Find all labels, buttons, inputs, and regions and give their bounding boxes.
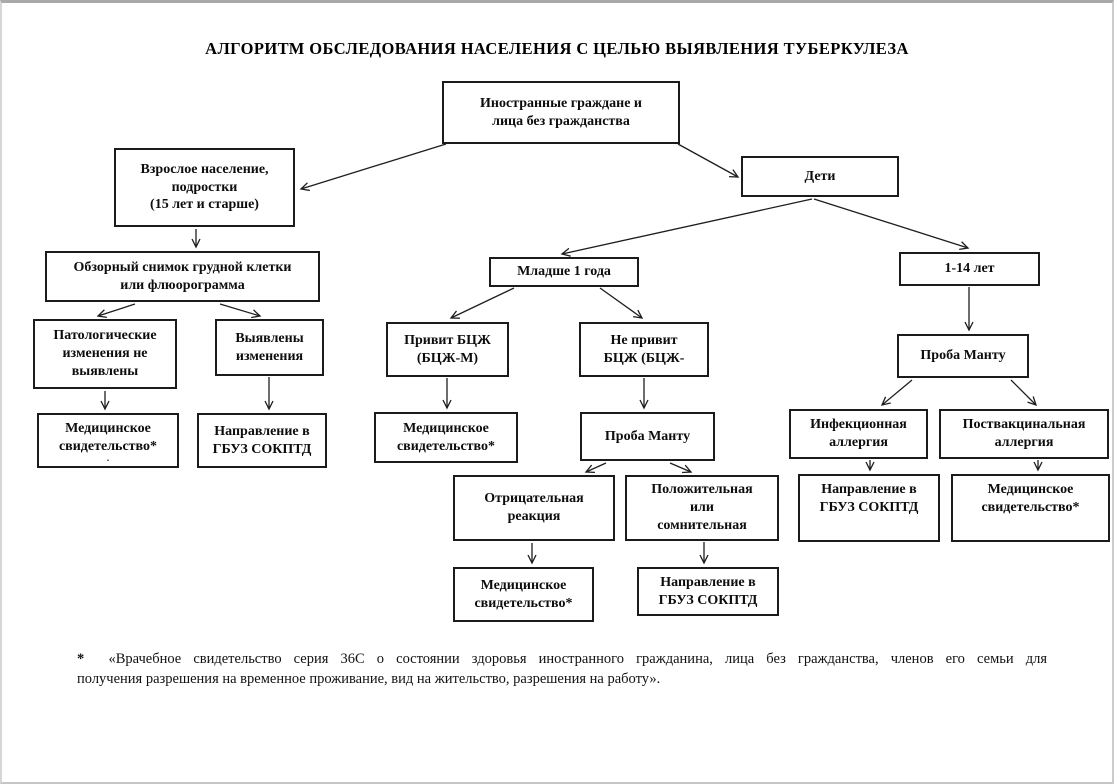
node-infectious-allergy: Инфекционная аллергия [789, 409, 928, 459]
node-med-cert-left: Медицинское свидетельство* . [37, 413, 179, 468]
node-no-pathology: Патологические изменения не выявлены [33, 319, 177, 389]
node-adults: Взрослое население, подростки (15 лет и … [114, 148, 295, 227]
footnote-asterisk: * [77, 651, 85, 667]
med-cert-left-text: Медицинское свидетельство* [58, 421, 158, 454]
node-postvaccination-allergy: Поствакцинальная аллергия [939, 409, 1109, 459]
page-title: АЛГОРИТМ ОБСЛЕДОВАНИЯ НАСЕЛЕНИЯ С ЦЕЛЬЮ … [205, 39, 909, 58]
stray-dot: . [106, 452, 110, 463]
node-mantoux-mid: Проба Манту [580, 412, 715, 461]
node-mantoux-right: Проба Манту [897, 334, 1029, 378]
arrow-children-to-under-one [560, 198, 813, 257]
arrow-xray-to-no-pathology [96, 303, 136, 318]
node-referral-bottom: Направление в ГБУЗ СОКПТД [637, 567, 779, 616]
node-bcg-vaccinated: Привит БЦЖ (БЦЖ-М) [386, 322, 509, 377]
node-foreign-citizens: Иностранные граждане и лица без гражданс… [442, 81, 680, 144]
arrow-children-to-1-14 [813, 198, 970, 251]
arrow-mantoux-to-negative [584, 462, 607, 474]
arrow-under-one-to-bcg [449, 287, 515, 319]
arrow-under-one-to-not-bcg [599, 287, 644, 319]
arrow-foreign-to-adults [299, 143, 447, 192]
arrow-foreign-to-children [677, 143, 740, 178]
node-med-cert-right: Медицинское свидетельство* [951, 474, 1110, 542]
footnote: * «Врачебное свидетельство серия 36С о с… [77, 649, 1047, 689]
arrow-mantoux-right-to-postvacc [1010, 379, 1038, 407]
node-positive-doubtful: Положительная или сомнительная [625, 475, 779, 541]
footnote-text-1: «Врачебное свидетельство серия 36С о сос… [108, 651, 1048, 667]
node-children: Дети [741, 156, 899, 197]
node-chest-xray: Обзорный снимок грудной клетки или флюор… [45, 251, 320, 302]
node-referral-right: Направление в ГБУЗ СОКПТД [798, 474, 940, 542]
arrow-mantoux-right-to-infectious [880, 379, 913, 406]
node-bcg-not-vaccinated: Не привит БЦЖ (БЦЖ- [579, 322, 709, 377]
node-changes-found: Выявлены изменения [215, 319, 324, 376]
node-negative-reaction: Отрицательная реакция [453, 475, 615, 541]
node-under-one-year: Младше 1 года [489, 257, 639, 287]
node-referral-left: Направление в ГБУЗ СОКПТД [197, 413, 327, 468]
footnote-line-2: получения разрешения на временное прожив… [77, 671, 661, 687]
node-med-cert-mid: Медицинское свидетельство* [374, 412, 518, 463]
footnote-line-1: * «Врачебное свидетельство серия 36С о с… [77, 649, 1047, 669]
node-age-1-14: 1-14 лет [899, 252, 1040, 286]
arrow-xray-to-changes [219, 303, 262, 319]
arrow-mantoux-to-positive [669, 462, 693, 474]
node-med-cert-bottom: Медицинское свидетельство* [453, 567, 594, 622]
